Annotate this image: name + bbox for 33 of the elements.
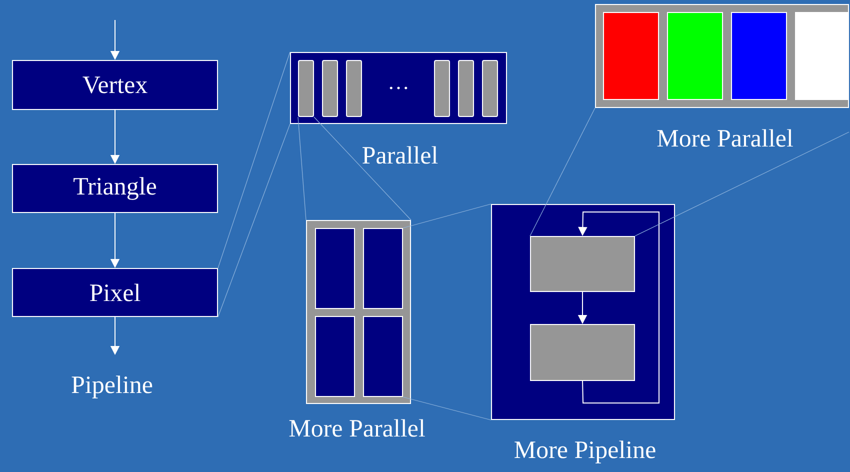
- grid-cell: [315, 228, 355, 309]
- grid-cell: [315, 316, 355, 397]
- node-label: More Parallel: [289, 419, 425, 437]
- color-cell: [795, 12, 849, 100]
- color-cell: [603, 12, 659, 100]
- stage-box: Triangle: [12, 164, 218, 213]
- stage-box: Vertex: [12, 60, 218, 110]
- stage-box: [530, 324, 635, 381]
- zoom-line: [218, 52, 290, 268]
- color-cell: [667, 12, 723, 100]
- grid-cell: [363, 316, 403, 397]
- unit-bar: [482, 60, 498, 117]
- unit-bar: [458, 60, 474, 117]
- grid-cell: [363, 228, 403, 309]
- zoom-line: [530, 108, 596, 236]
- caption: Pipeline: [72, 376, 152, 398]
- zoom-line: [314, 116, 412, 220]
- zoom-line: [634, 132, 850, 236]
- arrow: [578, 212, 660, 404]
- unit-bar: [322, 60, 338, 117]
- zoom-line: [402, 204, 492, 228]
- node-label: More Parallel: [657, 129, 793, 147]
- node-label: Parallel: [362, 146, 438, 164]
- zoom-line: [402, 396, 492, 420]
- unit-bar: [346, 60, 362, 117]
- color-cell: [731, 12, 787, 100]
- unit-bar: [298, 60, 314, 117]
- unit-bar: [434, 60, 450, 117]
- zoom-line: [218, 124, 290, 318]
- stage-box: [530, 236, 635, 292]
- node-label: More Pipeline: [514, 440, 656, 464]
- stage-box: Pixel: [12, 268, 218, 317]
- zoom-line: [298, 116, 306, 220]
